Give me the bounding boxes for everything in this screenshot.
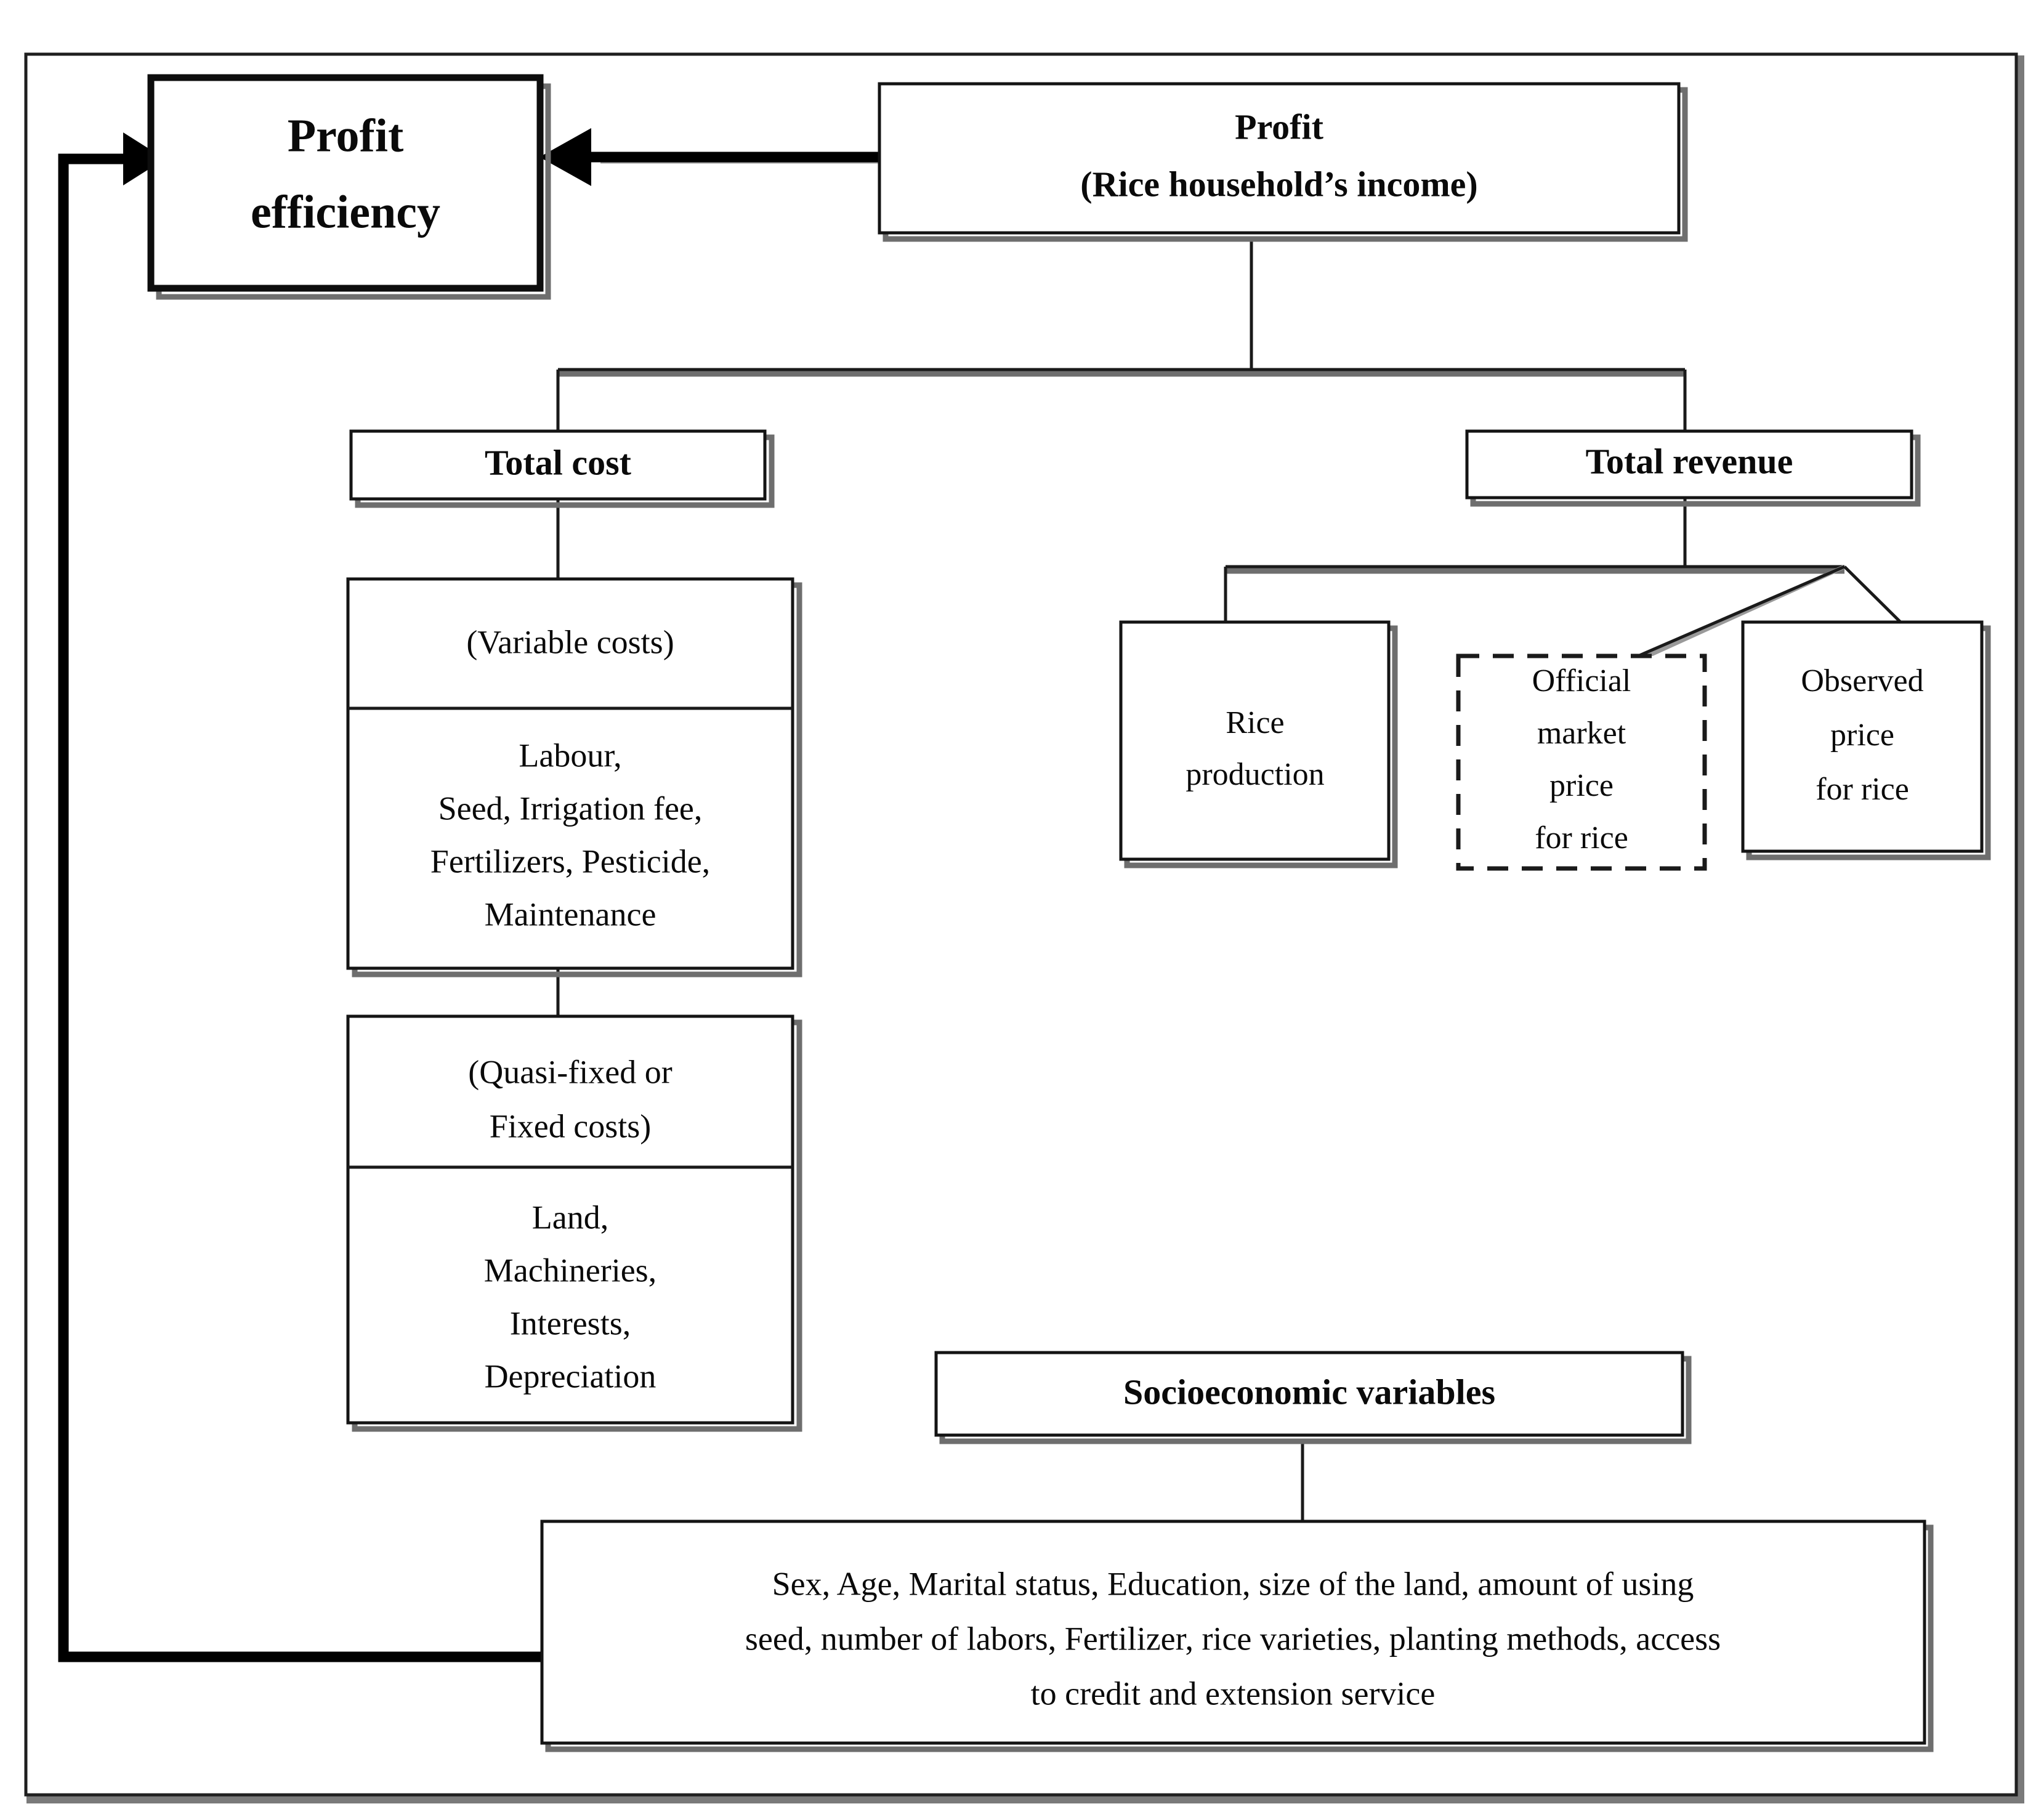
node-total-revenue[interactable]: Total revenue bbox=[1465, 429, 1921, 507]
rice-production-label-line2: production bbox=[1186, 757, 1324, 792]
observed-price-label-line3: for rice bbox=[1816, 772, 1909, 807]
socioeconomic-variables-label: Socioeconomic variables bbox=[1123, 1372, 1495, 1412]
observed-price-label-line2: price bbox=[1830, 718, 1894, 753]
profit-label-line1: Profit bbox=[1235, 107, 1324, 147]
connector-layer bbox=[58, 128, 1902, 1662]
profit-efficiency-label-line1: Profit bbox=[288, 110, 404, 161]
official-price-label-line4: for rice bbox=[1535, 820, 1628, 856]
fixed-costs-item-line3: Interests, bbox=[510, 1305, 631, 1342]
node-profit-efficiency[interactable]: Profit efficiency bbox=[147, 74, 551, 300]
node-socioeconomic-variables[interactable]: Socioeconomic variables bbox=[934, 1351, 1692, 1444]
node-rice-production[interactable]: Rice production bbox=[1119, 620, 1398, 868]
variable-costs-header: (Variable costs) bbox=[466, 623, 674, 660]
variable-costs-item-line2: Seed, Irrigation fee, bbox=[438, 790, 703, 827]
official-price-label-line3: price bbox=[1549, 768, 1614, 803]
profit-label-line2: (Rice household’s income) bbox=[1080, 164, 1477, 204]
node-profit[interactable]: Profit (Rice household’s income) bbox=[878, 82, 1688, 242]
fixed-costs-item-line1: Land, bbox=[532, 1199, 608, 1236]
fixed-costs-item-line4: Depreciation bbox=[485, 1358, 656, 1394]
fixed-costs-header-line1: (Quasi-fixed or bbox=[468, 1053, 672, 1090]
observed-price-label-line1: Observed bbox=[1801, 663, 1923, 698]
official-price-label-line1: Official bbox=[1532, 663, 1631, 698]
node-official-price[interactable]: Official market price for rice bbox=[1456, 654, 1707, 871]
fixed-costs-header-line2: Fixed costs) bbox=[490, 1107, 652, 1144]
node-variable-costs[interactable]: (Variable costs) Labour, Seed, Irrigatio… bbox=[346, 577, 802, 977]
rice-production-label-line1: Rice bbox=[1226, 705, 1284, 740]
variable-costs-item-line3: Fertilizers, Pesticide, bbox=[430, 843, 710, 880]
socioeconomic-list-line1: Sex, Age, Marital status, Education, siz… bbox=[772, 1565, 1694, 1602]
total-cost-label: Total cost bbox=[485, 442, 632, 482]
fixed-costs-item-line2: Machineries, bbox=[484, 1252, 656, 1289]
total-revenue-label: Total revenue bbox=[1586, 441, 1793, 481]
official-price-label-line2: market bbox=[1537, 716, 1626, 751]
node-fixed-costs[interactable]: (Quasi-fixed or Fixed costs) Land, Machi… bbox=[346, 1014, 802, 1432]
node-total-cost[interactable]: Total cost bbox=[349, 429, 775, 508]
edge-profit-to-children bbox=[556, 239, 1687, 431]
variable-costs-item-line1: Labour, bbox=[519, 737, 621, 774]
variable-costs-item-line4: Maintenance bbox=[485, 896, 656, 933]
profit-efficiency-label-line2: efficiency bbox=[251, 186, 440, 238]
edge-total-revenue-to-children bbox=[1224, 498, 1902, 663]
node-observed-price[interactable]: Observed price for rice bbox=[1741, 620, 1991, 860]
node-socioeconomic-list[interactable]: Sex, Age, Marital status, Education, siz… bbox=[540, 1520, 1934, 1752]
socioeconomic-list-line2: seed, number of labors, Fertilizer, rice… bbox=[745, 1620, 1721, 1657]
edge-feedback-to-profit-efficiency bbox=[58, 132, 542, 1662]
socioeconomic-list-line3: to credit and extension service bbox=[1031, 1675, 1436, 1712]
edge-profit-to-profit-efficiency bbox=[539, 128, 881, 186]
